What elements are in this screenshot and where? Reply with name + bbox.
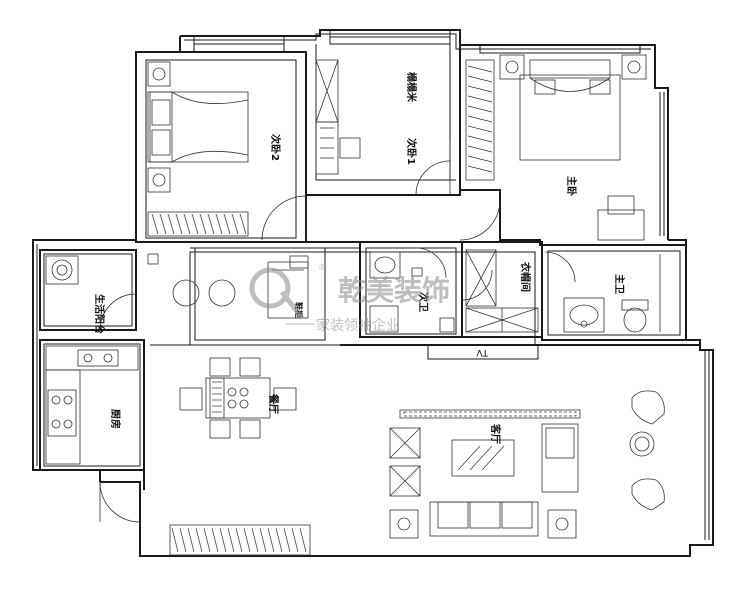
brand-slogan: 家装领袖企业 bbox=[316, 317, 400, 334]
tv-label: TV bbox=[476, 347, 489, 357]
bedroom1-label: 次卧1 bbox=[405, 138, 418, 165]
master-bedroom-furniture: 主卧 bbox=[465, 54, 647, 241]
master-bath-furniture: 主卫 bbox=[563, 254, 661, 333]
bedroom2-label: 次卧2 bbox=[269, 134, 282, 161]
bedroom2-wardrobe-hatch bbox=[151, 213, 247, 235]
bedroom2-furniture: 次卧2 bbox=[147, 61, 282, 237]
laundry-furniture: 生活阳台 bbox=[45, 255, 106, 334]
dining-label: 餐厅 bbox=[267, 393, 280, 414]
brand-logo-icon bbox=[249, 267, 291, 309]
living-furniture: 客厅 bbox=[389, 390, 665, 539]
kitchen-label: 厨房 bbox=[109, 409, 122, 429]
closet-label: 衣帽间 bbox=[519, 262, 532, 292]
laundry-label: 生活阳台 bbox=[93, 294, 106, 334]
corridor-furniture: 鞋柜 bbox=[147, 253, 309, 319]
brand-registered: ® bbox=[318, 263, 326, 272]
entrance-cabinet bbox=[171, 527, 307, 553]
living-label: 客厅 bbox=[489, 423, 502, 444]
second-bath-furniture: 次卫 bbox=[369, 251, 455, 333]
second-bath-label: 次卫 bbox=[417, 292, 430, 312]
master-bath-label: 主卫 bbox=[613, 274, 626, 294]
dining-furniture: 餐厅 bbox=[179, 357, 297, 439]
kitchen-furniture: 厨房 bbox=[45, 345, 139, 465]
windows bbox=[193, 29, 641, 54]
doors bbox=[99, 140, 576, 523]
master-wardrobe-hatch bbox=[467, 65, 493, 173]
master-bedroom-label: 主卧 bbox=[565, 176, 578, 196]
wardrobe-label: 榻榻米 bbox=[405, 72, 418, 103]
inner-walls bbox=[39, 44, 700, 556]
brand-watermark: ® 乾美装饰 家装领袖企业 bbox=[249, 263, 450, 334]
brand-name: 乾美装饰 bbox=[338, 274, 450, 307]
closet-furniture: 衣帽间 bbox=[465, 249, 539, 333]
bedroom1-furniture: 榻榻米 次卧1 bbox=[315, 59, 418, 175]
brand-logo-mark-icon bbox=[280, 290, 304, 320]
